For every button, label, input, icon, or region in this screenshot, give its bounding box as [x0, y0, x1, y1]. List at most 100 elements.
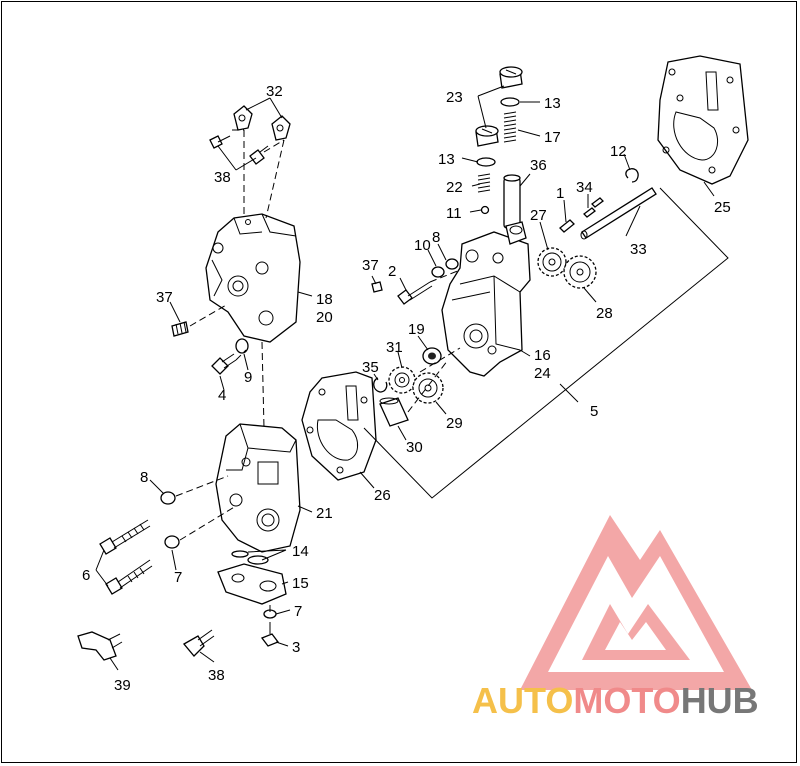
callout-34: 34 [576, 179, 593, 196]
gear-27 [537, 247, 567, 277]
callout-23: 23 [446, 89, 463, 106]
callout-32: 32 [266, 83, 283, 100]
callout-31: 31 [386, 339, 403, 356]
callout-7-bottom: 7 [294, 603, 302, 620]
gear-31 [388, 366, 416, 394]
pump-body-16-24 [441, 231, 531, 377]
elbow-fitting-39 [77, 631, 123, 661]
bolt-6-lower [105, 559, 153, 595]
fitting-38-upper-right [249, 145, 269, 165]
callout-7-left: 7 [174, 569, 182, 586]
callout-36: 36 [530, 157, 547, 174]
callout-9: 9 [244, 369, 252, 386]
callout-2: 2 [388, 263, 396, 280]
flange-15 [217, 563, 287, 605]
cover-21 [215, 423, 301, 553]
callout-20: 20 [316, 309, 333, 326]
callout-18: 18 [316, 291, 333, 308]
plug-23-upper [499, 66, 523, 89]
callout-38-lower: 38 [208, 667, 225, 684]
screw-3 [260, 622, 280, 647]
plug-37-left [171, 321, 189, 337]
gasket-26 [301, 371, 377, 481]
callout-labels: 1 2 3 4 5 6 7 7 8 8 9 10 11 12 13 13 14 … [82, 83, 731, 694]
callout-27: 27 [530, 207, 547, 224]
callout-35: 35 [362, 359, 379, 376]
shaft-33 [580, 187, 657, 240]
callout-14: 14 [292, 543, 309, 560]
key-1 [559, 219, 575, 233]
callout-13-lower: 13 [438, 151, 455, 168]
logo-part-moto: MOTO [573, 680, 681, 721]
assembly-5-bracket [363, 187, 729, 499]
logo-triangle [520, 515, 752, 690]
callout-25: 25 [714, 199, 731, 216]
leader-lines [95, 85, 715, 671]
gasket-25 [657, 55, 749, 185]
fitting-32-left [233, 105, 253, 131]
logo-wordmark: AUTOMOTOHUB [472, 680, 759, 722]
callout-13-upper: 13 [544, 95, 561, 112]
gear-29 [412, 372, 444, 404]
o-ring-13-lower [476, 157, 496, 167]
o-ring-14-a [231, 550, 249, 558]
bolt-4 [211, 353, 237, 375]
o-ring-14-b [247, 555, 269, 565]
callout-28: 28 [596, 305, 613, 322]
valve-tube-36 [503, 174, 527, 245]
callout-37-left: 37 [156, 289, 173, 306]
callout-4: 4 [218, 387, 226, 404]
callout-29: 29 [446, 415, 463, 432]
callout-33: 33 [630, 241, 647, 258]
callout-26: 26 [374, 487, 391, 504]
callout-19: 19 [408, 321, 425, 338]
callout-24: 24 [534, 365, 551, 382]
callout-15: 15 [292, 575, 309, 592]
fitting-32-right [271, 115, 291, 141]
callout-39: 39 [114, 677, 131, 694]
callout-21: 21 [316, 505, 333, 522]
callout-12: 12 [610, 143, 627, 160]
fitting-38-lower [183, 629, 215, 657]
ball-11 [480, 205, 490, 215]
bearing-19 [422, 347, 442, 365]
callout-5: 5 [590, 403, 598, 420]
washer-9 [235, 338, 249, 354]
o-ring-13-upper [500, 97, 520, 107]
callout-8-lower: 8 [140, 469, 148, 486]
key-34b [591, 197, 604, 208]
shaft-30 [379, 397, 409, 427]
bolt-2 [397, 281, 433, 305]
plug-37-upper [371, 281, 383, 293]
fitting-38-upper-left [209, 135, 231, 149]
cover-18-20 [205, 213, 301, 343]
spring-22 [477, 173, 491, 193]
callout-22: 22 [446, 179, 463, 196]
callout-3: 3 [292, 639, 300, 656]
callout-17: 17 [544, 129, 561, 146]
clip-35 [373, 377, 388, 393]
washer-7-left [164, 535, 180, 549]
callout-37-upper: 37 [362, 257, 379, 274]
callout-16: 16 [534, 347, 551, 364]
logo-part-hub: HUB [680, 680, 759, 721]
callout-10: 10 [414, 237, 431, 254]
logo-part-auto: AUTO [472, 680, 574, 721]
callout-8-upper: 8 [432, 229, 440, 246]
callout-1: 1 [556, 185, 564, 202]
plug-23-lower [475, 125, 499, 147]
callout-6: 6 [82, 567, 90, 584]
washer-8-upper [445, 258, 459, 270]
spring-17 [503, 111, 517, 143]
key-34a [583, 207, 596, 218]
alignment-lines [175, 129, 461, 612]
callout-38-upper: 38 [214, 169, 231, 186]
clip-12 [625, 168, 639, 183]
callout-11: 11 [446, 205, 462, 222]
bolt-6-upper [99, 519, 151, 555]
washer-10 [431, 266, 445, 278]
callout-30: 30 [406, 439, 423, 456]
